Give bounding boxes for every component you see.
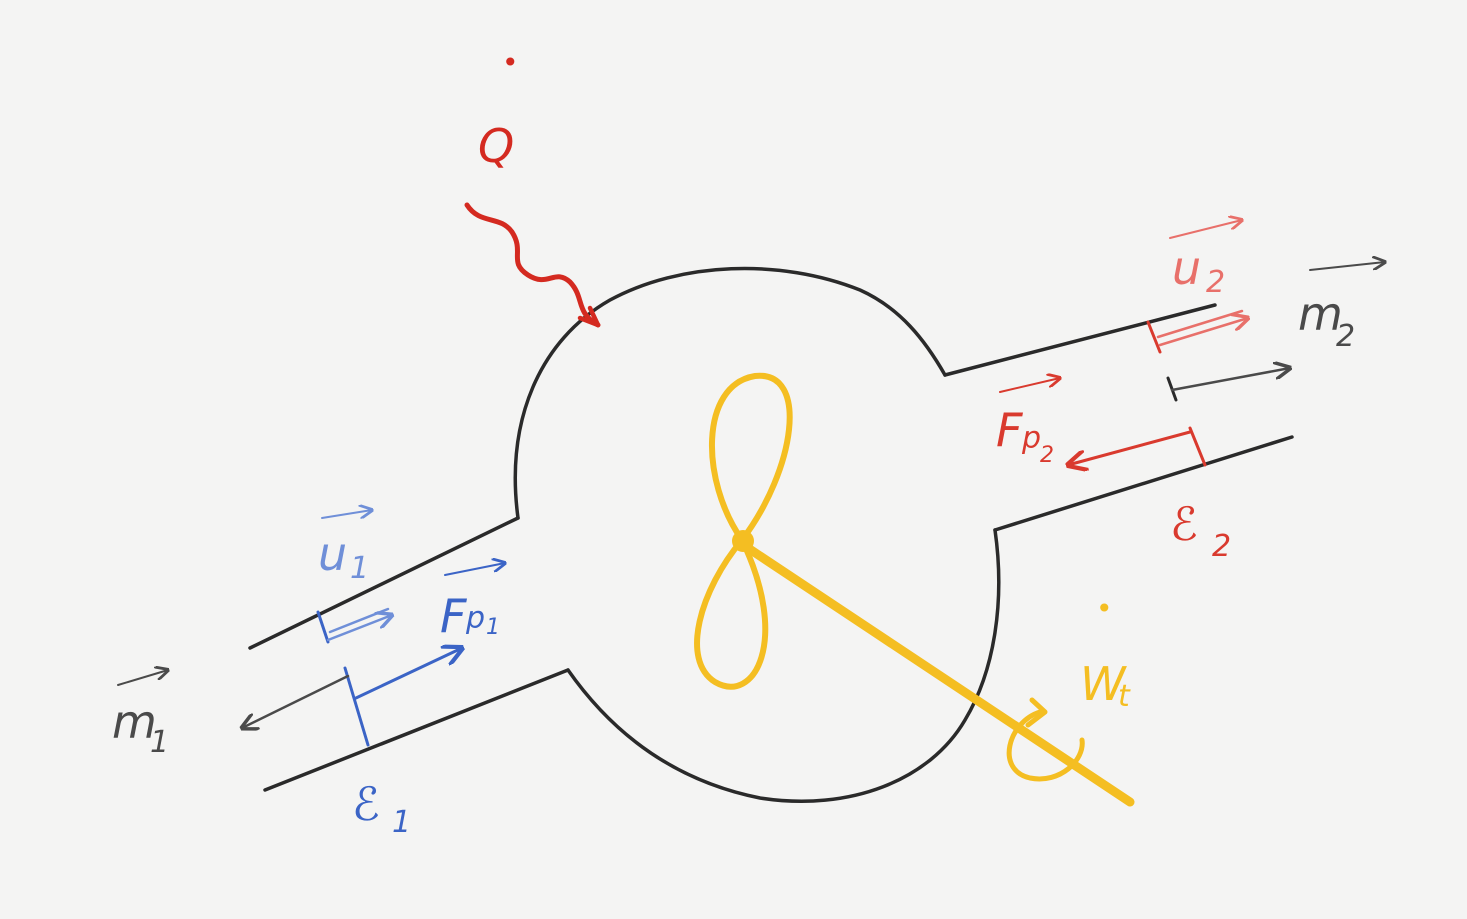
velocity-label-inlet: u [318,527,347,581]
svg-text:t: t [1118,679,1131,714]
rotation-arrow-icon [1006,709,1085,782]
svg-text:2: 2 [1040,443,1054,468]
svg-text:1: 1 [392,805,411,840]
work-symbol: W [1080,657,1127,711]
svg-text:2: 2 [1206,265,1225,300]
control-volume-outline [248,266,1294,803]
velocity-arrow-outlet [1158,318,1248,347]
svg-text:2: 2 [1336,319,1355,354]
inlet-pipe-top [248,516,520,650]
work-dot: • [1096,592,1113,625]
turbine-shaft [743,543,1135,807]
pressure-force-arrow-outlet [1068,430,1192,465]
section-label-inlet: ℰ [352,777,380,831]
mass-flow-arrow-inlet [242,674,350,728]
svg-text:p: p [465,601,485,636]
heat-symbol: Q [478,119,514,173]
inlet-pipe-bottom [263,668,570,792]
heat-input: Q • [464,46,601,328]
outlet-section: u 2 F p 2 m 2 ℰ 2 [996,220,1385,564]
wavy-arrow-icon [464,202,601,328]
force-label-outlet: F [996,403,1023,457]
svg-text:1: 1 [350,551,369,586]
outlet-pipe-bottom [993,435,1294,532]
heat-dot: • [502,46,519,79]
velocity-arrow-inlet [326,615,392,642]
outlet-pipe-top [943,303,1217,377]
force-label-inlet: F [440,589,467,643]
velocity-label-outlet: u [1172,241,1201,295]
inlet-section: u 1 F p 1 m 1 ℰ 1 [112,510,505,840]
svg-text:2: 2 [1212,529,1231,564]
mass-label-inlet: m [112,695,157,749]
svg-text:1: 1 [486,615,500,640]
mass-flow-arrow-outlet [1170,368,1290,392]
svg-text:p: p [1021,421,1041,456]
mass-label-outlet: m [1298,287,1343,341]
chamber-upper-arc [513,266,947,520]
pressure-force-arrow-inlet [354,648,462,700]
section-label-outlet: ℰ [1170,497,1198,551]
svg-text:1: 1 [150,725,169,760]
turbine: W t • [694,372,1135,807]
chamber-lower-arc [566,528,1001,803]
